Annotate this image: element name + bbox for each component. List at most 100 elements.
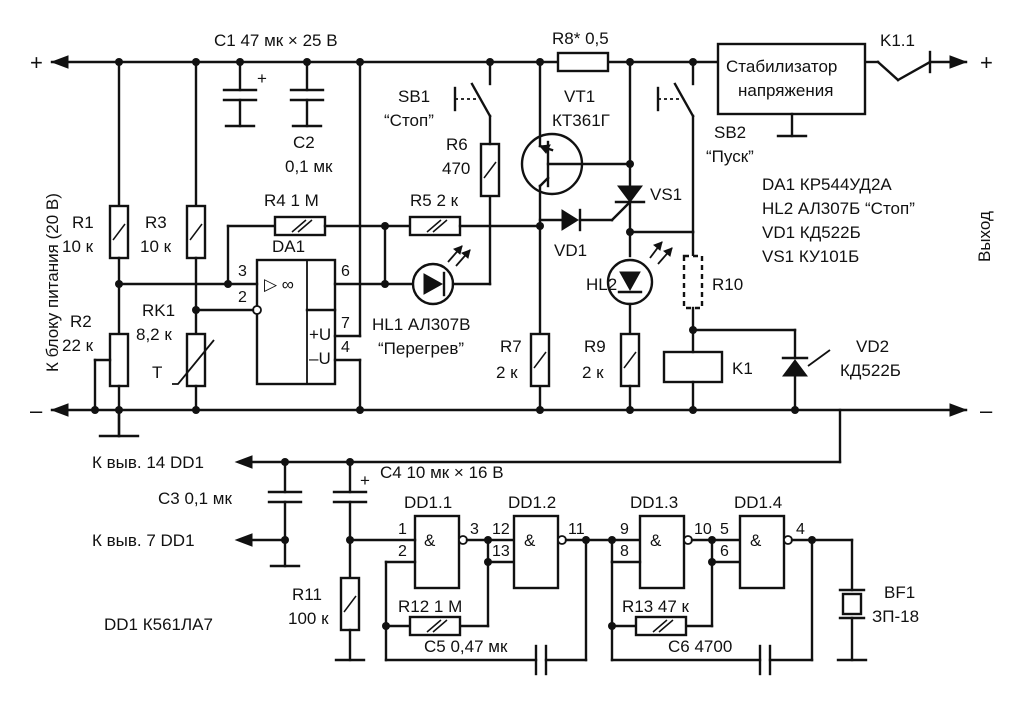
da1-pin2: 2 [238, 289, 247, 306]
da1-pin3: 3 [238, 263, 247, 280]
supply-line-dd1 [234, 408, 842, 547]
vs1-label: VS1 [650, 185, 682, 204]
gate-dd1-1-in1: 1 [398, 521, 407, 538]
sb2-name: SB2 [714, 123, 746, 142]
resistor-r3 [185, 60, 207, 336]
minus-right-label: – [980, 398, 993, 423]
plus-right-label: + [980, 50, 993, 75]
c3-label: С3 0,1 мк [158, 489, 232, 508]
r4-label: R4 1 M [264, 191, 319, 210]
da1-wiring [117, 60, 387, 412]
r1-name: R1 [72, 213, 94, 232]
capacitor-c5 [384, 538, 642, 676]
gate-dd1-2-in1: 12 [492, 521, 510, 538]
note-3: VD1 КД522Б [762, 223, 861, 242]
r7-name: R7 [500, 337, 522, 356]
da1-inf: ▷ ∞ [264, 275, 294, 294]
gate-dd1-1 [348, 514, 468, 662]
capacitor-c6 [610, 538, 854, 676]
r2-value: 22 к [62, 336, 94, 355]
to7-label: К выв. 7 DD1 [92, 531, 195, 550]
resistor-r4 [273, 215, 387, 286]
thyristor-vs1 [610, 60, 646, 258]
relay-coil-k1 [662, 328, 797, 412]
resistor-r9 [619, 332, 641, 412]
gate-dd1-2-name: DD1.2 [508, 493, 556, 512]
stabilizer-line1: Стабилизатор [726, 57, 837, 76]
r11-value: 100 к [288, 609, 329, 628]
capacitor-c2 [289, 60, 325, 128]
resistor-r10 [682, 230, 704, 332]
c2-value: 0,1 мк [285, 157, 333, 176]
c1-polarity: + [257, 69, 267, 88]
led-hl1 [383, 194, 492, 306]
r7-value: 2 к [496, 363, 518, 382]
diode-vd1 [538, 208, 614, 232]
opamp-da1 [252, 258, 337, 386]
vd1-label: VD1 [554, 241, 587, 260]
vd2-name: VD2 [856, 337, 889, 356]
right-side-label: Выход [975, 211, 994, 262]
k11-label: K1.1 [880, 31, 915, 50]
gate-dd1-3-sym: & [650, 531, 662, 550]
resistor-r11 [334, 576, 366, 662]
resistor-r13 [610, 615, 688, 637]
vt1-name: VT1 [564, 87, 595, 106]
plus-left-label: + [30, 50, 43, 75]
da1-vminus: –U [309, 349, 331, 368]
junction-dots [91, 58, 816, 630]
gate-dd1-3-name: DD1.3 [630, 493, 678, 512]
hl1-value: “Перегрев” [378, 339, 464, 358]
r3-value: 10 к [140, 237, 172, 256]
sb2-value: “Пуск” [706, 147, 754, 166]
gate-dd1-3-out: 10 [694, 521, 712, 538]
switch-sb2 [656, 60, 695, 234]
r3-name: R3 [145, 213, 167, 232]
gate-dd1-1-sym: & [424, 531, 436, 550]
hl1-name: HL1 АЛ307В [372, 315, 470, 334]
vt1-value: КТ361Г [552, 111, 610, 130]
r6-name: R6 [446, 135, 468, 154]
gate-dd1-2-sym: & [524, 531, 536, 550]
r5-label: R5 2 к [410, 191, 459, 210]
da1-pin6: 6 [341, 263, 350, 280]
bf1-value: ЗП-18 [872, 607, 919, 626]
r10-label: R10 [712, 275, 743, 294]
to14-label: К выв. 14 DD1 [92, 453, 204, 472]
resistor-r1 [108, 60, 130, 336]
minus-rail [50, 403, 968, 417]
note-1: DA1 КР544УД2А [762, 175, 892, 194]
c6-label: С6 4700 [668, 637, 732, 656]
gate-dd1-4 [738, 514, 793, 590]
wires-dd1-3-to-dd1-4 [684, 538, 742, 628]
resistor-r5 [383, 215, 542, 237]
capacitor-c3 [267, 460, 303, 568]
note-2: HL2 АЛ307Б “Стоп” [762, 199, 915, 218]
resistor-r7 [529, 332, 551, 388]
gate-dd1-2-out: 11 [568, 521, 585, 538]
minus-left-label: – [30, 398, 43, 423]
stabilizer-box [716, 42, 867, 138]
capacitor-c1 [222, 60, 258, 128]
k1-label: K1 [732, 359, 753, 378]
gate-dd1-4-in2: 6 [720, 543, 729, 560]
c4-polarity: + [360, 471, 370, 490]
rk1-name: RK1 [142, 301, 175, 320]
r9-name: R9 [584, 337, 606, 356]
gate-dd1-3 [610, 514, 693, 662]
r1-value: 10 к [62, 237, 94, 256]
gate-dd1-3-in2: 8 [620, 543, 629, 560]
dd1-label: DD1 К561ЛА7 [104, 615, 213, 634]
gate-dd1-4-in1: 5 [720, 521, 729, 538]
gate-dd1-3-in1: 9 [620, 521, 629, 538]
thermistor-rk1 [172, 332, 215, 412]
piezo-bf1 [836, 538, 868, 662]
relay-contact-k11 [876, 50, 932, 82]
gate-dd1-4-out: 4 [796, 521, 805, 538]
switch-sb1 [453, 60, 492, 118]
gate-dd1-2 [512, 514, 567, 590]
gate-dd1-1-name: DD1.1 [404, 493, 452, 512]
da1-pin7: 7 [341, 315, 350, 332]
resistor-r6 [479, 114, 501, 198]
gate-dd1-4-sym: & [750, 531, 762, 550]
